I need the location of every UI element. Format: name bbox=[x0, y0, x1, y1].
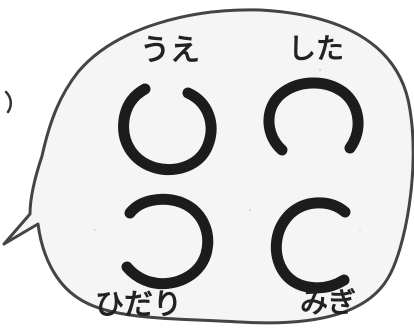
label-left: ひだり bbox=[95, 287, 182, 321]
label-top: うえ bbox=[140, 33, 200, 68]
label-right: みぎ bbox=[300, 286, 356, 319]
label-bottom: した bbox=[288, 32, 344, 65]
